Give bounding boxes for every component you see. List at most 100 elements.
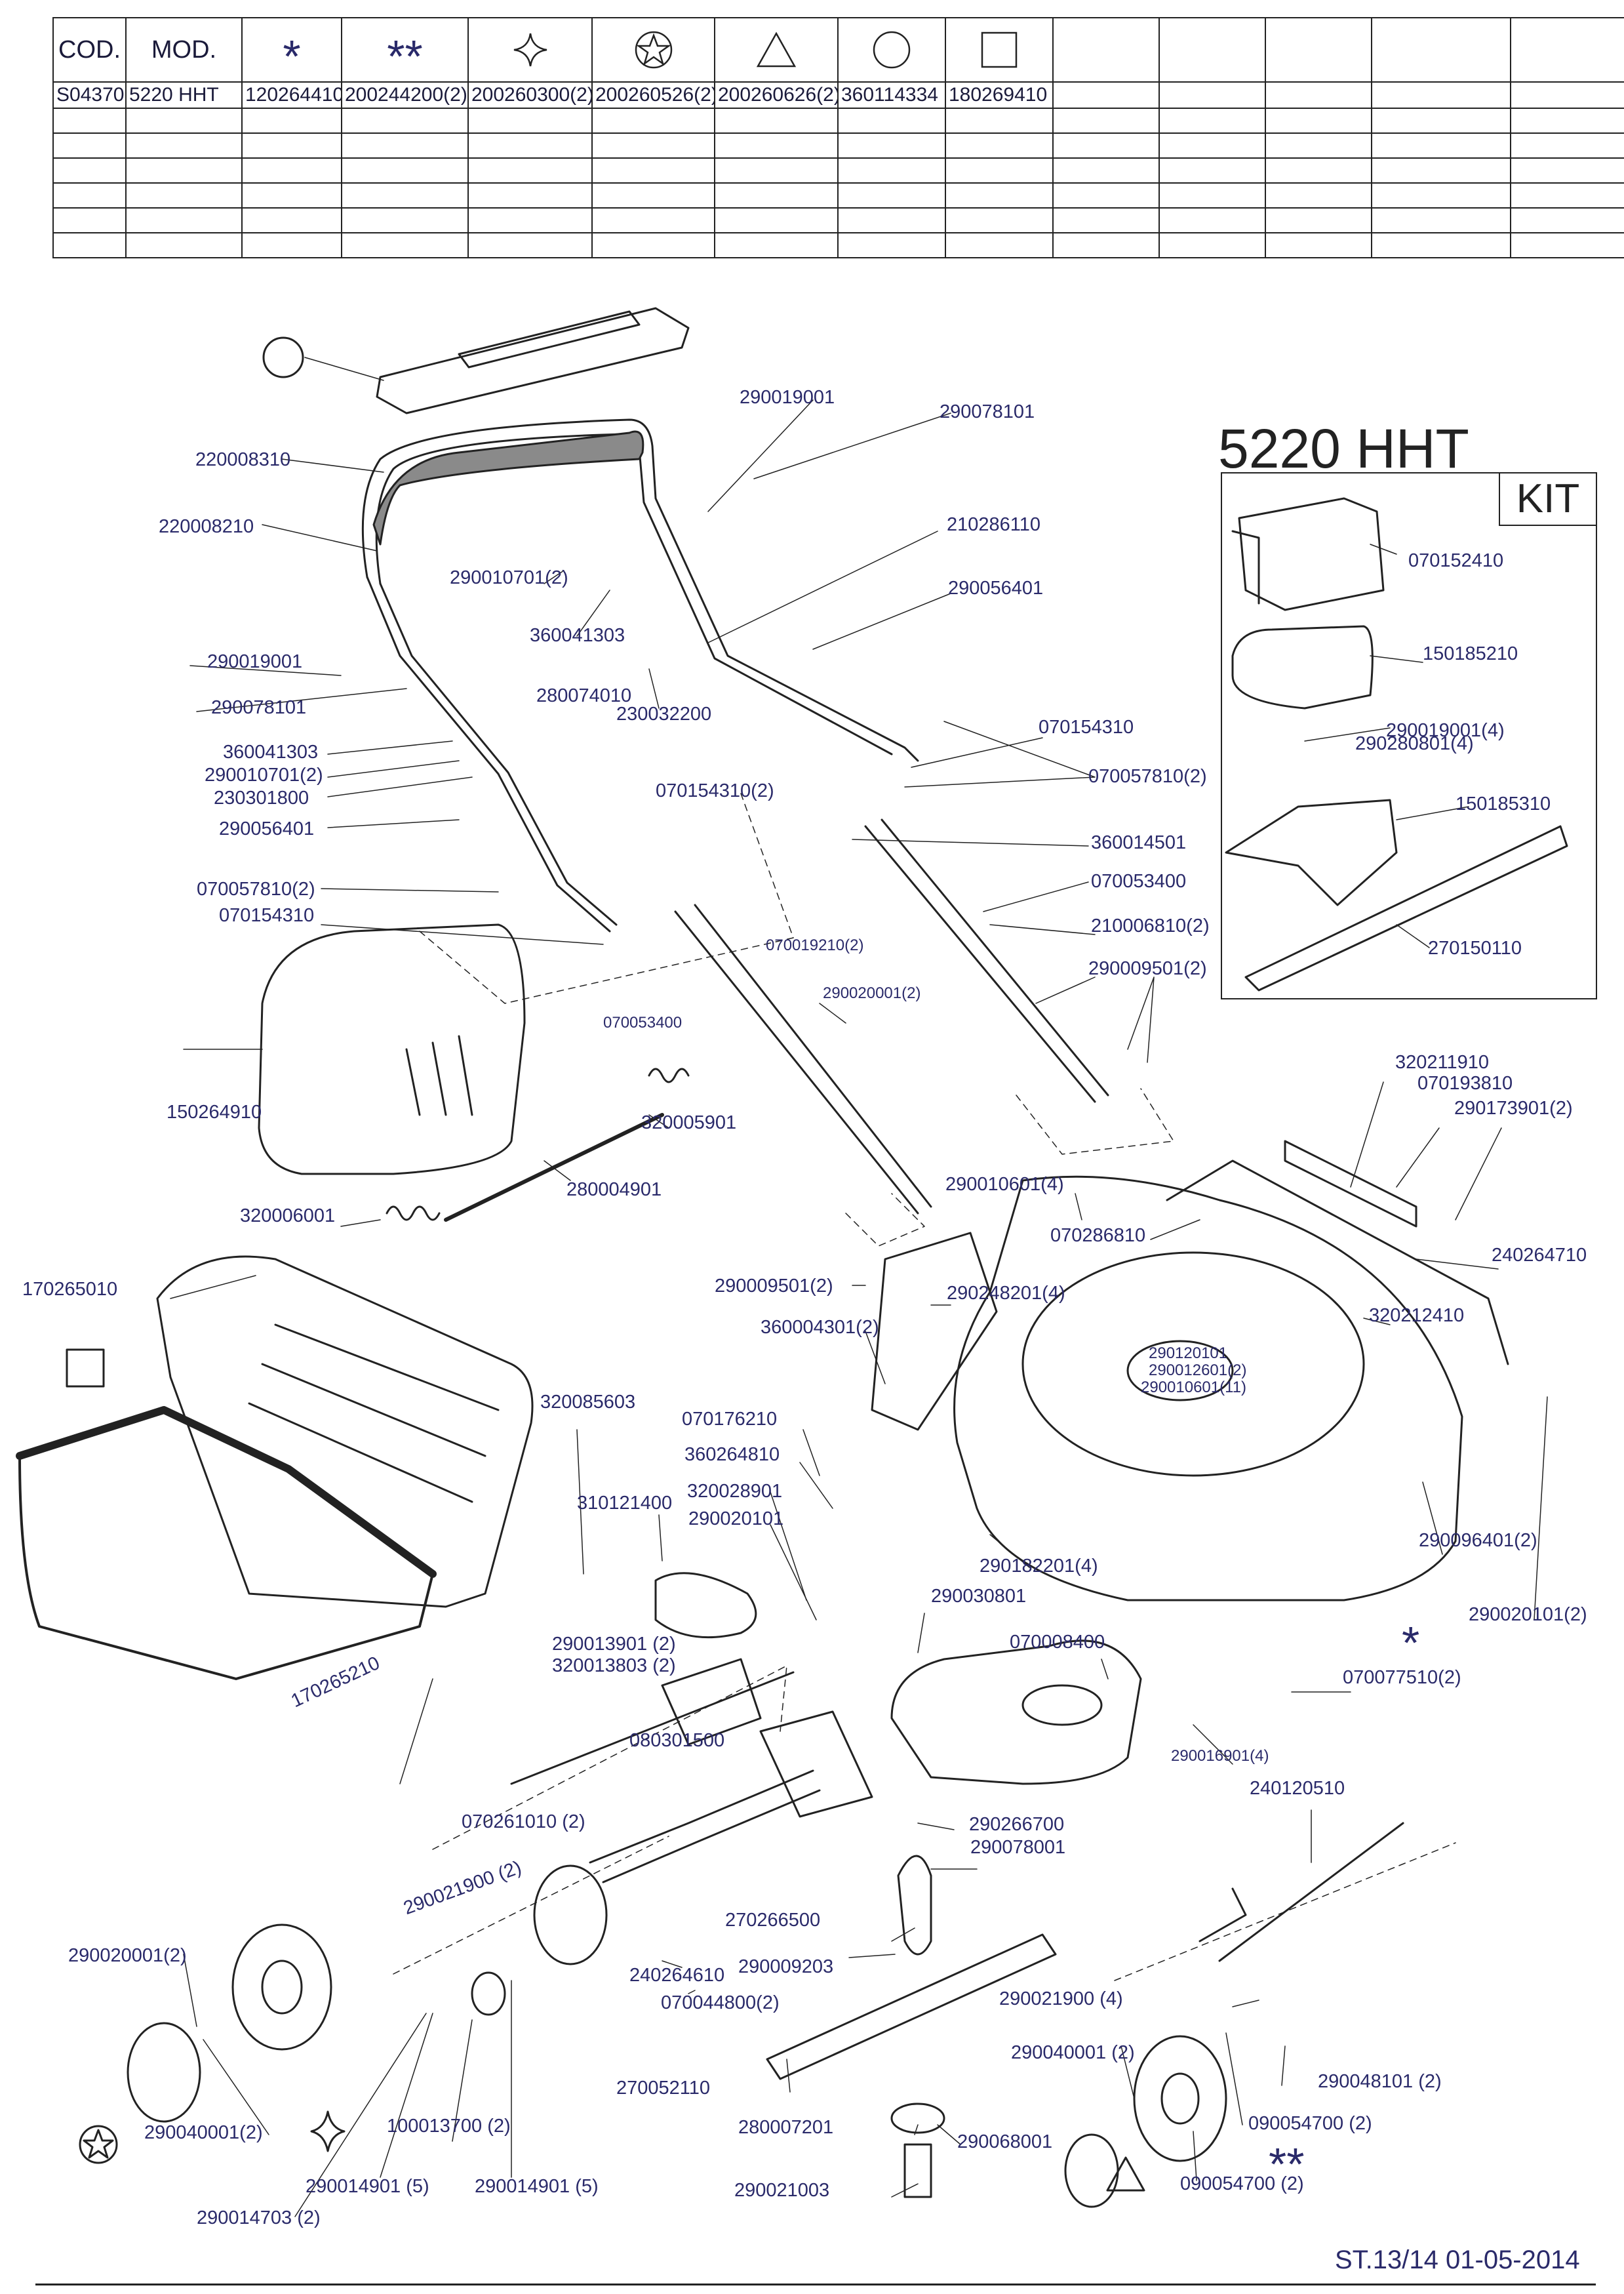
grass-bag <box>18 1409 434 1680</box>
table-cell <box>714 108 839 134</box>
header-empty <box>1371 17 1511 83</box>
upper-handle <box>361 418 919 762</box>
table-cell <box>837 207 946 233</box>
deck-hub <box>1126 1340 1234 1401</box>
table-cell <box>1052 157 1160 184</box>
kit-panel: KIT <box>1221 472 1597 999</box>
table-cell <box>1265 207 1372 233</box>
part-number-label: 150185310 <box>1456 794 1551 815</box>
part-number-label: 290010601(11) <box>1141 1378 1247 1396</box>
table-cell: 120264410 <box>241 81 342 109</box>
part-number-label: 070154310(2) <box>656 780 774 801</box>
part-number-label: 360041303 <box>530 625 625 646</box>
header-mod: MOD. <box>125 17 243 83</box>
part-number-label: 360041303 <box>223 742 319 763</box>
table-header-row: COD. MOD. * ** <box>52 17 1624 83</box>
table-cell <box>241 232 342 258</box>
part-number-label: 070154310 <box>219 905 315 926</box>
part-number-label: 290016901(4) <box>1171 1747 1269 1765</box>
table-cell: 200260300(2) <box>467 81 593 109</box>
rear-bar <box>1166 1159 1509 1365</box>
star-circle-marker <box>79 2125 118 2164</box>
kit-title: KIT <box>1499 473 1596 526</box>
part-number-label: 290040001 (2) <box>1011 2042 1135 2063</box>
table-cell: 180269410 <box>945 81 1054 109</box>
table-row <box>52 157 1624 184</box>
deck-bracket <box>1284 1140 1417 1228</box>
part-number-label: 290010701(2) <box>450 567 568 588</box>
part-number-label: 290120101 <box>1149 1344 1228 1362</box>
header-double-asterisk: ** <box>341 17 469 83</box>
asterisk-icon: * <box>283 31 301 82</box>
table-row <box>52 207 1624 233</box>
footer-reference: ST.13/14 01-05-2014 <box>1335 2245 1580 2274</box>
catcher-lid-ribs <box>405 1035 473 1116</box>
drive-belt <box>654 1572 757 1639</box>
table-cell <box>125 108 243 134</box>
part-number-label: 240120510 <box>1250 1778 1345 1799</box>
table-cell <box>1510 108 1624 134</box>
part-number-label: 290182201(4) <box>980 1556 1098 1577</box>
part-number-label: 290012601(2) <box>1149 1361 1247 1379</box>
table-cell <box>1159 182 1266 209</box>
table-cell <box>52 157 127 184</box>
table-cell: 200260626(2) <box>714 81 839 109</box>
table-cell <box>714 207 839 233</box>
table-cell <box>1052 132 1160 159</box>
part-number-label: 090054700 (2) <box>1248 2113 1372 2134</box>
part-number-label: 070193810 <box>1417 1073 1513 1094</box>
table-cell <box>341 182 469 209</box>
spring-right <box>648 1068 690 1083</box>
part-number-label: 280007201 <box>738 2117 834 2138</box>
part-number-label: 070008400 <box>1010 1632 1105 1653</box>
upper-handle-left-inner <box>379 582 618 926</box>
table-cell <box>1510 232 1624 258</box>
table-cell <box>1371 81 1511 109</box>
table-cell <box>125 182 243 209</box>
part-number-label: 070053400 <box>1091 871 1187 892</box>
part-number-label: 230032200 <box>616 704 712 725</box>
double-asterisk-marker: ** <box>1269 2139 1305 2190</box>
footer-divider <box>35 2284 1596 2285</box>
lower-tube-left <box>674 904 932 1215</box>
header-empty <box>1510 17 1624 83</box>
part-number-label: 290009501(2) <box>715 1276 833 1297</box>
part-number-label: 360004301(2) <box>761 1317 879 1338</box>
star-in-circle-icon <box>635 31 672 69</box>
part-number-label: 270266500 <box>725 1910 821 1931</box>
table-cell <box>1371 182 1511 209</box>
gearbox <box>661 1658 762 1746</box>
front-left-wheel-hub <box>261 1960 303 2015</box>
part-number-label: 070044800(2) <box>661 1992 780 2013</box>
part-number-label: 290010601(4) <box>945 1174 1064 1195</box>
part-number-label: 070152410 <box>1408 550 1504 571</box>
part-number-label: 320028901 <box>687 1481 783 1502</box>
part-number-label: 290009501(2) <box>1088 958 1207 979</box>
part-number-label: 290014703 (2) <box>197 2207 321 2228</box>
kit-blade <box>1244 825 1568 992</box>
table-cell <box>341 157 469 184</box>
table-cell <box>837 182 946 209</box>
table-cell <box>1159 108 1266 134</box>
triangle-icon <box>756 31 797 68</box>
table-cell <box>1052 207 1160 233</box>
header-empty <box>1052 17 1160 83</box>
table-row <box>52 132 1624 159</box>
table-cell <box>1510 157 1624 184</box>
table-cell <box>1159 157 1266 184</box>
table-cell <box>1371 157 1511 184</box>
header-diamond <box>467 17 593 83</box>
hub-cap-right <box>1064 2133 1119 2208</box>
header-asterisk: * <box>241 17 342 83</box>
table-row <box>52 182 1624 209</box>
table-cell <box>1265 182 1372 209</box>
part-number-label: 290014901 (5) <box>475 2176 599 2197</box>
table-cell <box>1371 108 1511 134</box>
table-cell <box>1265 232 1372 258</box>
model-title: 5220 HHT <box>1218 418 1469 479</box>
table-cell <box>241 132 342 159</box>
four-point-star-marker <box>310 2110 346 2152</box>
hub-cap-left <box>127 2022 201 2123</box>
table-cell <box>52 132 127 159</box>
part-number-label: 080301500 <box>629 1730 725 1751</box>
